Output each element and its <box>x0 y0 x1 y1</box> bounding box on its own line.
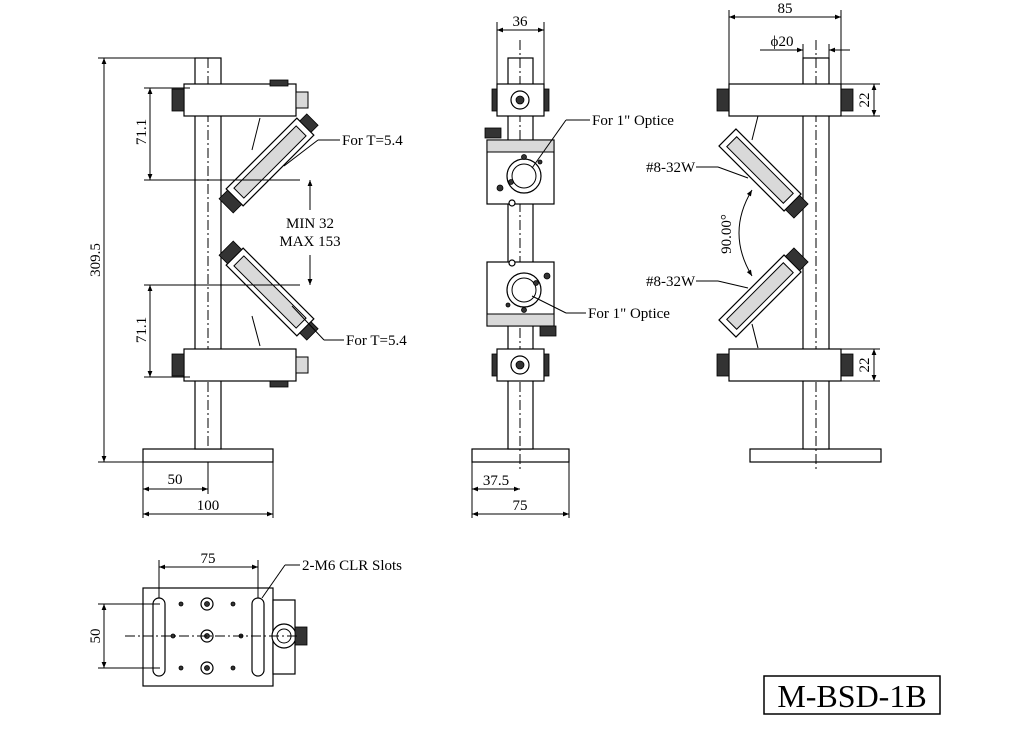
lower-mirror-mount <box>218 240 319 341</box>
callout-slots: 2-M6 CLR Slots <box>302 558 402 574</box>
callout-bottom-thread: #8-32W <box>646 274 696 290</box>
right-upper-mirror-mount <box>718 128 809 219</box>
dim-right-width: 85 <box>778 1 793 17</box>
dim-top-clamp: 22 <box>857 93 873 108</box>
bottom-view: 75 50 2-M6 CLR Slots <box>88 551 402 687</box>
dim-height-total: 309.5 <box>88 243 104 277</box>
dim-upper-spacing: 71.1 <box>134 119 150 145</box>
dim-slot-spacing: 75 <box>201 551 216 567</box>
callout-top-thread: #8-32W <box>646 160 696 176</box>
dim-min: MIN 32 <box>286 216 334 232</box>
dim-lower-spacing: 71.1 <box>134 317 150 343</box>
model-label: M-BSD-1B <box>763 675 941 715</box>
dim-front-center-offset: 37.5 <box>483 473 509 489</box>
dim-base-depth: 50 <box>88 629 104 644</box>
dim-base-width: 100 <box>197 498 220 514</box>
model-number: M-BSD-1B <box>777 678 926 714</box>
dim-post-diameter: ϕ20 <box>771 34 794 50</box>
front-view: 36 For 1" Optice For 1" Optice 37.5 75 <box>471 14 674 518</box>
callout-top-optic: For 1" Optice <box>592 113 674 129</box>
callout-bottom-thickness: For T=5.4 <box>346 333 407 349</box>
callout-bottom-optic: For 1" Optice <box>588 306 670 322</box>
side-view: 309.5 71.1 71.1 MIN 32 MAX 153 For T=5.4… <box>88 57 407 518</box>
right-view: 85 ϕ20 22 22 90.00° #8-32W #8-32W <box>646 1 882 470</box>
dim-max: MAX 153 <box>279 234 340 250</box>
callout-top-thickness: For T=5.4 <box>342 133 403 149</box>
upper-mirror-mount <box>218 113 319 214</box>
dim-bottom-clamp: 22 <box>857 358 873 373</box>
dim-front-base-width: 75 <box>513 498 528 514</box>
dim-center-offset: 50 <box>168 472 183 488</box>
dim-clamp-width: 36 <box>513 14 529 30</box>
dim-angle: 90.00° <box>719 214 735 254</box>
right-lower-mirror-mount <box>718 247 809 338</box>
